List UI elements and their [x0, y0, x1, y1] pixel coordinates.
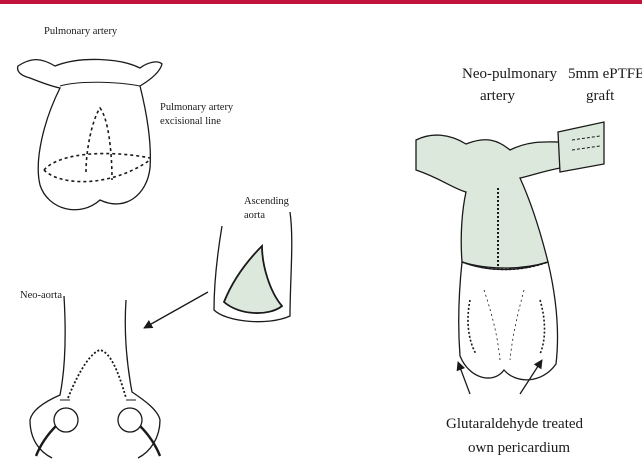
label-neo-pulmonary-2: artery: [480, 88, 515, 105]
ascending-aorta-drawing: [214, 212, 292, 322]
label-excisional-line-1: Pulmonary artery: [160, 102, 233, 114]
label-graft-1: 5mm ePTFE: [568, 66, 642, 83]
neo-aorta-drawing: [30, 296, 160, 458]
label-pericardium-2: own pericardium: [468, 440, 570, 457]
label-excisional-line-2: excisional line: [160, 116, 221, 128]
label-neo-aorta: Neo-aorta: [20, 290, 62, 302]
neo-pulmonary-artery-drawing: [416, 122, 604, 380]
label-neo-pulmonary-1: Neo-pulmonary: [462, 66, 557, 83]
label-graft-2: graft: [586, 88, 614, 105]
pulmonary-artery-drawing: [18, 59, 162, 209]
transfer-arrow: [144, 292, 208, 328]
label-pulmonary-artery: Pulmonary artery: [44, 26, 117, 38]
label-ascending-aorta-2: aorta: [244, 210, 265, 222]
label-pericardium-1: Glutaraldehyde treated: [446, 416, 583, 433]
label-ascending-aorta-1: Ascending: [244, 196, 289, 208]
